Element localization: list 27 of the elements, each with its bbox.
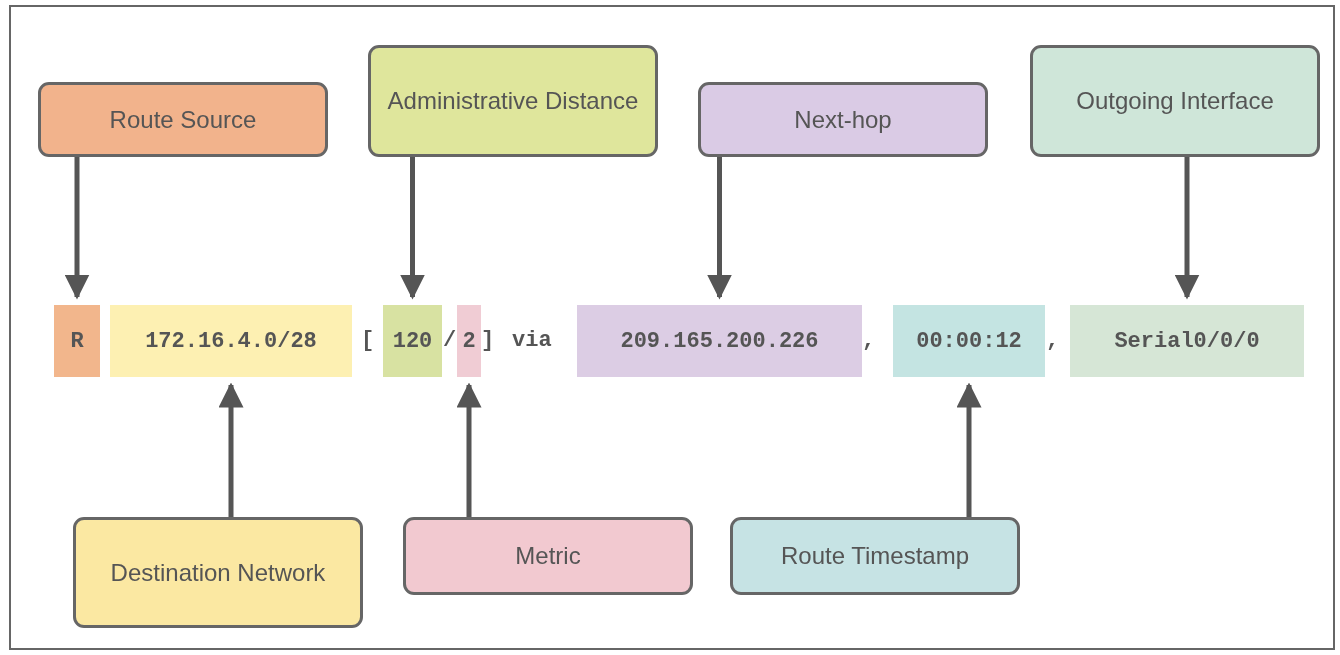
callout-box: Route Timestamp <box>730 517 1020 595</box>
arrow <box>456 382 482 517</box>
highlighted-field: 120 <box>383 305 442 377</box>
arrow <box>1174 157 1200 300</box>
route-text: via <box>512 328 552 354</box>
highlighted-field: 172.16.4.0/28 <box>110 305 352 377</box>
route-text: / <box>443 328 457 354</box>
route-text: , <box>862 328 876 354</box>
arrow <box>64 157 90 300</box>
arrow <box>956 382 982 517</box>
callout-box: Route Source <box>38 82 328 157</box>
callout-box: Administrative Distance <box>368 45 658 157</box>
route-text: , <box>1046 328 1060 354</box>
highlighted-field: 2 <box>457 305 481 377</box>
highlighted-field: Serial0/0/0 <box>1070 305 1304 377</box>
callout-box: Destination Network <box>73 517 363 628</box>
arrow <box>218 382 244 517</box>
arrow <box>400 157 425 300</box>
callout-box: Metric <box>403 517 693 595</box>
route-text: [ <box>361 328 375 354</box>
highlighted-field: 00:00:12 <box>893 305 1045 377</box>
highlighted-field: R <box>54 305 100 377</box>
highlighted-field: 209.165.200.226 <box>577 305 862 377</box>
arrow <box>707 157 732 300</box>
callout-box: Next-hop <box>698 82 988 157</box>
callout-box: Outgoing Interface <box>1030 45 1320 157</box>
route-text: ] <box>481 328 495 354</box>
